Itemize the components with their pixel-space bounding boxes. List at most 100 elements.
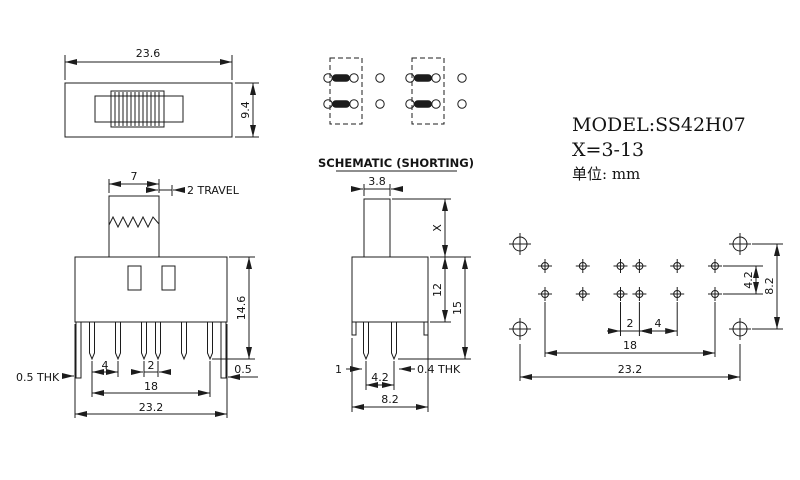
dim-stem-width: 3.8 — [351, 175, 403, 196]
terminal-pin — [207, 321, 213, 361]
pcb-mount-holes — [509, 233, 751, 340]
dim-label: 8.2 — [381, 393, 399, 406]
dim-label: 18 — [144, 380, 158, 393]
terminal-circle — [457, 73, 467, 83]
dim-label: 2 TRAVEL — [187, 184, 240, 197]
dim-pitch-a: 4 — [639, 302, 678, 336]
mounting-tab — [220, 321, 227, 379]
dim-top-height: 9.4 — [235, 82, 259, 138]
shorting-contact — [332, 74, 350, 82]
dim-label: 2 — [627, 317, 634, 330]
unit-note: 单位: mm — [572, 165, 640, 183]
dim-label: 4 — [655, 317, 662, 330]
schematic-caption: SCHEMATIC (SHORTING) — [318, 156, 474, 172]
schematic-contacts — [323, 73, 467, 109]
side-view: 3.8 X 12 15 1 0.4 THK — [335, 175, 471, 412]
terminal-pin — [181, 321, 187, 361]
terminal-circle — [457, 99, 467, 109]
dim-total-width: 23.2 — [519, 344, 741, 381]
front-view: 7 2 TRAVEL 14.6 4 2 — [16, 170, 258, 418]
terminal-pin — [155, 321, 161, 361]
terminal-pin — [115, 321, 121, 361]
dim-body-height: 14.6 — [212, 256, 255, 360]
dim-label: 3.8 — [368, 175, 386, 188]
title-block: MODEL:SS42H07 X=3-13 单位: mm — [572, 114, 746, 183]
terminal-circle — [431, 73, 441, 83]
terminal-circle — [405, 73, 415, 83]
mounting-tab — [75, 321, 82, 379]
terminal-circle — [375, 99, 385, 109]
dim-label: 0.4 THK — [417, 363, 461, 376]
dim-label: 0.5 THK — [16, 371, 60, 384]
dim-body-width: 8.2 — [351, 325, 429, 412]
dim-label: 14.6 — [235, 296, 248, 321]
shorting-contact — [414, 74, 432, 82]
actuator-side — [363, 198, 391, 258]
top-view: 23.6 9.4 — [64, 47, 259, 138]
terminal-pin — [141, 321, 147, 361]
dim-label: 4.2 — [371, 371, 389, 384]
dim-label: 23.2 — [139, 401, 164, 414]
switch-body-front — [74, 256, 228, 323]
terminal-circle — [349, 73, 359, 83]
terminal-circle — [323, 73, 333, 83]
front-pins — [89, 321, 213, 361]
dim-label: 1 — [335, 363, 342, 376]
dim-pitch-a: 4 — [91, 359, 119, 397]
dim-row-pitch: 4.2 — [365, 361, 395, 390]
dim-tab-thickness: 0.5 THK — [16, 371, 74, 384]
dim-x-height: X — [392, 198, 471, 258]
actuator-break-line — [108, 215, 160, 229]
dim-pitch-b: 2 — [131, 359, 171, 377]
terminal-circle — [375, 73, 385, 83]
dim-row-pitch: 4.2 — [723, 265, 763, 295]
pole-group-outline — [411, 57, 445, 125]
dim-label: 7 — [131, 170, 138, 183]
x-range-note: X=3-13 — [572, 139, 644, 161]
dim-label: 8.2 — [763, 277, 776, 295]
dim-label: 0.5 — [234, 363, 252, 376]
terminal-circle — [405, 99, 415, 109]
dim-pin-span: 18 — [544, 302, 716, 357]
dim-label: 4.2 — [742, 271, 755, 289]
dim-pin-width: 1 — [335, 363, 362, 376]
dim-label: 23.2 — [618, 363, 643, 376]
terminal-circle — [349, 99, 359, 109]
dim-tab-offset: 0.5 — [228, 363, 258, 380]
slider-knob — [110, 90, 165, 128]
body-window — [161, 265, 176, 291]
dim-total-width: 23.2 — [74, 324, 228, 418]
terminal-circle — [431, 99, 441, 109]
side-pins — [363, 321, 397, 361]
dim-label: 18 — [623, 339, 637, 352]
terminal-circle — [323, 99, 333, 109]
dim-label: 23.6 — [136, 47, 161, 60]
dim-total-height: 15 — [398, 257, 471, 360]
dim-knob-width: 7 — [108, 170, 160, 193]
schematic-view: SCHEMATIC (SHORTING) — [318, 57, 474, 172]
dim-label: 15 — [451, 301, 464, 315]
switch-body-side — [351, 256, 429, 323]
pcb-layout-view: 4.2 8.2 2 4 18 — [509, 233, 783, 381]
model-number: MODEL:SS42H07 — [572, 114, 746, 136]
shorting-contact — [414, 100, 432, 108]
dim-body-height: 12 — [430, 257, 451, 323]
terminal-pin — [89, 321, 95, 361]
dim-label: X — [431, 224, 444, 232]
body-window — [127, 265, 142, 291]
dim-travel: 2 TRAVEL — [146, 184, 240, 197]
knob-ribs — [114, 92, 160, 126]
pole-group-outline — [329, 57, 363, 125]
terminal-pin — [391, 321, 397, 361]
shorting-contact — [332, 100, 350, 108]
dim-pin-span: 18 — [92, 361, 211, 397]
side-stub — [351, 321, 357, 336]
pcb-pin-holes — [538, 259, 722, 301]
dim-pin-thickness: 0.4 THK — [399, 363, 461, 376]
side-stub — [423, 321, 429, 336]
dim-tab-row-span: 8.2 — [752, 243, 783, 330]
switch-top-outline — [64, 82, 233, 138]
dim-label: 12 — [431, 283, 444, 297]
schematic-title: SCHEMATIC (SHORTING) — [318, 156, 474, 170]
